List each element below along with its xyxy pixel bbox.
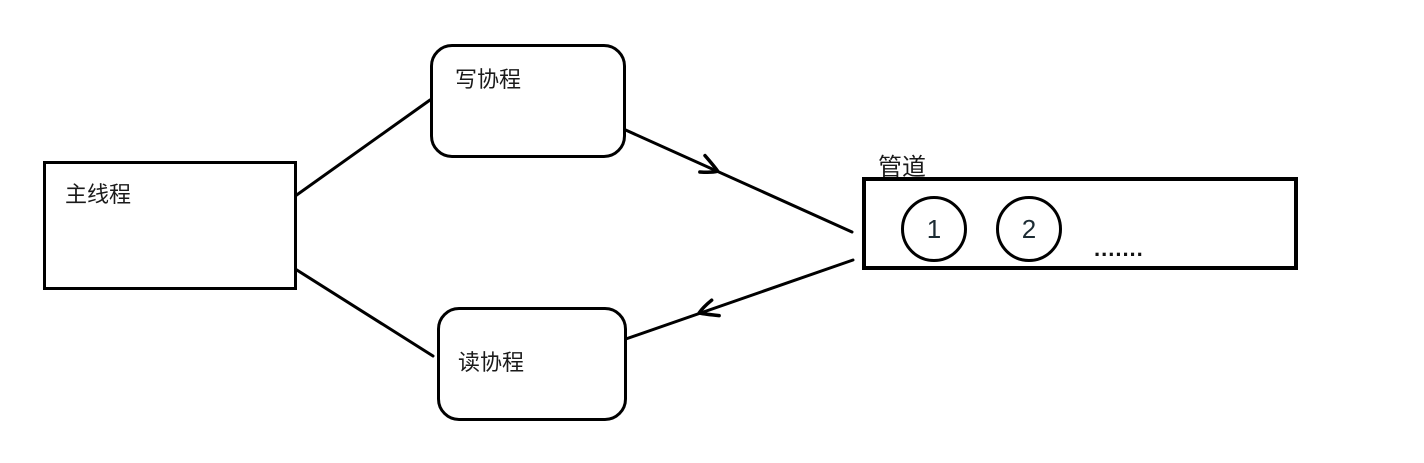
pipe-label: 管道 [878, 154, 926, 181]
read-coroutine-label: 读协程 [458, 350, 525, 375]
arrowhead-pipe-to-read-icon [697, 298, 721, 318]
pipe-slot-circle-2: 2 [996, 196, 1062, 262]
pipe-slot-2-value: 2 [1021, 213, 1037, 244]
node-main-thread: 主线程 [43, 161, 297, 290]
pipe-ellipsis: ....... [1094, 236, 1144, 261]
write-coroutine-label: 写协程 [455, 67, 522, 92]
pipe-slot-circle-1: 1 [901, 196, 967, 262]
node-write-coroutine: 写协程 [430, 44, 626, 158]
main-thread-label: 主线程 [65, 182, 132, 207]
node-read-coroutine: 读协程 [437, 307, 627, 421]
pipe-slot-1-value: 1 [926, 213, 942, 244]
arrowhead-write-to-pipe-icon [698, 153, 720, 175]
